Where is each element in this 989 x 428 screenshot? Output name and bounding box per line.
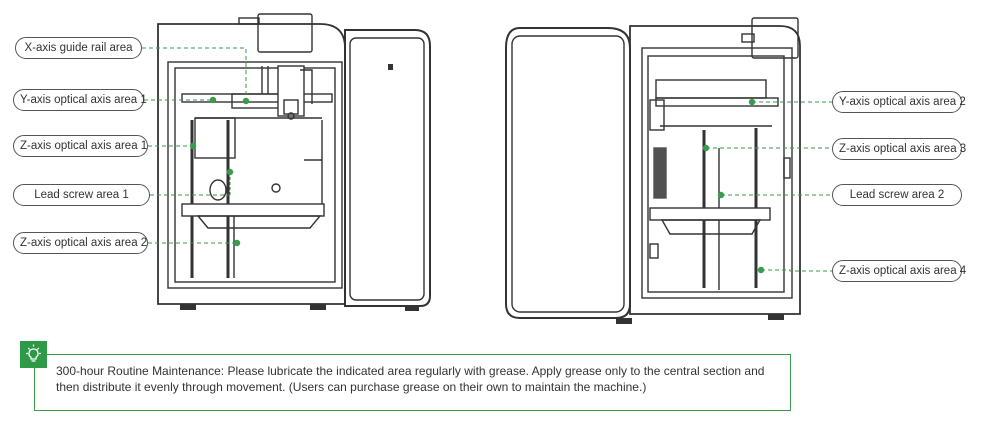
callout-z-axis-optical-2: Z-axis optical axis area 2: [13, 232, 148, 254]
markers-left: [189, 96, 250, 247]
markers-right: [702, 98, 765, 274]
printer-right: [505, 17, 801, 324]
callout-y-axis-optical-1: Y-axis optical axis area 1: [13, 89, 147, 111]
callout-lead-screw-2: Lead screw area 2: [832, 184, 962, 206]
maintenance-note-box: [34, 354, 791, 411]
marker-z-axis-optical-4: [757, 266, 765, 274]
marker-x-axis-guide-rail: [242, 97, 250, 105]
maintenance-note-text: 300-hour Routine Maintenance: Please lub…: [56, 364, 765, 394]
marker-z-axis-optical-2: [233, 239, 241, 247]
lightbulb-icon: [20, 341, 47, 368]
callout-z-axis-optical-1: Z-axis optical axis area 1: [13, 135, 148, 157]
callout-y-axis-optical-2: Y-axis optical axis area 2: [832, 91, 966, 113]
leader-lines-right: [706, 101, 832, 272]
marker-z-axis-optical-1: [189, 142, 197, 150]
callout-x-axis-guide-rail: X-axis guide rail area: [15, 37, 142, 59]
printer-left: [157, 13, 431, 311]
callout-z-axis-optical-3: Z-axis optical axis area 3: [832, 138, 966, 160]
marker-lead-screw-2: [717, 191, 725, 199]
leader-lines-left: [142, 47, 247, 244]
marker-y-axis-optical-1: [209, 96, 217, 104]
marker-z-axis-optical-3: [702, 144, 710, 152]
marker-y-axis-optical-2: [748, 98, 756, 106]
callout-lead-screw-1: Lead screw area 1: [13, 184, 150, 206]
callout-z-axis-optical-4: Z-axis optical axis area 4: [832, 260, 966, 282]
